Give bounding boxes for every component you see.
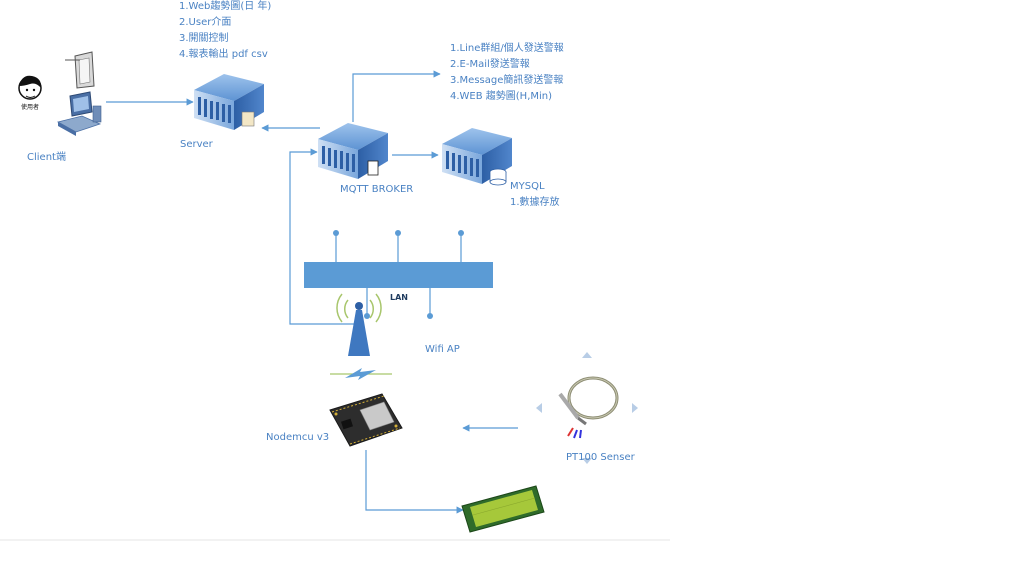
pt100-label: PT100 Senser: [566, 452, 635, 463]
lan-bus: [304, 230, 493, 319]
server-label: Server: [180, 139, 213, 150]
alert-feature-item: 4.WEB 趨勢圖(H,Min): [450, 91, 553, 102]
alert-feature-item: 3.Message簡訊發送警報: [450, 75, 564, 86]
tablet-icon: [65, 51, 95, 89]
server-feature-item: 2.User介面: [179, 17, 232, 28]
pt100-sensor-icon: [536, 352, 638, 464]
lan-port-dot: [458, 230, 464, 236]
mqtt-broker-label: MQTT BROKER: [340, 184, 414, 195]
server-feature-item: 4.報表輸出 pdf csv: [179, 49, 268, 60]
server-feature-item: 1.Web趨勢圖(日 年): [179, 1, 272, 12]
alert-feature-item: 2.E-Mail發送警報: [450, 59, 530, 70]
wireless-link-icon: [330, 368, 392, 380]
wifi-ap-icon: [336, 293, 382, 356]
server-icon: [194, 74, 264, 130]
lan-port-dot: [427, 313, 433, 319]
nodemcu-label: Nodemcu v3: [266, 432, 330, 443]
mysql-server-icon: [442, 128, 512, 186]
mysql-note-label: 1.數據存放: [510, 197, 560, 208]
lan-port-dot: [395, 230, 401, 236]
connectors: [106, 70, 518, 514]
lan-port-dot: [364, 313, 370, 319]
lan-bar: [304, 262, 493, 288]
nodemcu-to-lcd-link: [365, 450, 464, 514]
alert-feature-item: 1.Line群組/個人發送警報: [450, 43, 564, 54]
lcd-display-icon: [461, 485, 545, 533]
nodemcu-board-icon: [329, 393, 403, 447]
server-feature-list: 1.Web趨勢圖(日 年) 2.User介面 3.開關控制 4.報表輸出 pdf…: [179, 0, 271, 63]
mqtt-broker-icon: [318, 123, 388, 179]
svg-text:使用者: 使用者: [21, 103, 39, 111]
broker-to-alerts-link: [352, 70, 441, 122]
lan-port-dot: [333, 230, 339, 236]
mysql-label: MYSQL: [510, 181, 545, 192]
wifi-ap-label: Wifi AP: [425, 344, 460, 355]
lan-label: LAN: [390, 293, 408, 302]
client-person-icon: 使用者: [18, 75, 42, 111]
desktop-pc-icon: [56, 91, 102, 136]
client-label: Client端: [27, 152, 66, 163]
wifi-to-broker-link: [289, 148, 358, 325]
server-feature-item: 3.開關控制: [179, 33, 229, 44]
alert-feature-list: 1.Line群組/個人發送警報 2.E-Mail發送警報 3.Message簡訊…: [450, 41, 564, 105]
